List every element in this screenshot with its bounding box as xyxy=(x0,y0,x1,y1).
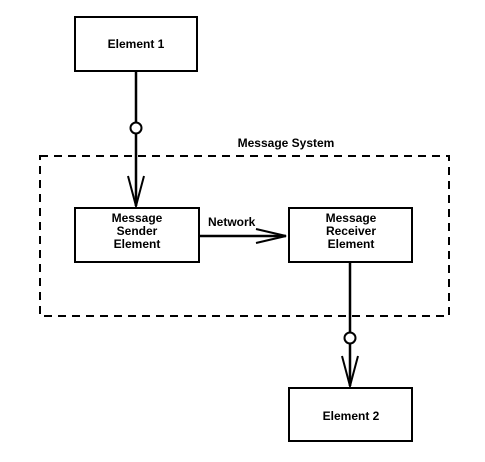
network-label: Network xyxy=(208,215,256,229)
receiver-label-line3: Element xyxy=(328,237,375,251)
sender-box xyxy=(74,207,200,263)
receiver-label-line2: Receiver xyxy=(326,224,376,238)
element-1-node: Element 1 xyxy=(74,16,198,72)
arrowhead-icon xyxy=(255,228,287,244)
element-2-node: Element 2 xyxy=(288,387,413,442)
message-system-label: Message System xyxy=(238,136,335,150)
interface-port-icon xyxy=(343,331,357,345)
network-connector: Network xyxy=(199,215,287,244)
sender-node: Message Sender Element xyxy=(74,207,200,263)
element-1-label: Element 1 xyxy=(108,37,165,51)
arrowhead-icon xyxy=(341,355,359,390)
element1-to-sender-connector xyxy=(127,71,145,210)
sender-label-line1: Message xyxy=(112,211,163,225)
receiver-label-line1: Message xyxy=(326,211,377,225)
arrowhead-icon xyxy=(127,175,145,210)
sender-label-line3: Element xyxy=(114,237,161,251)
element-1-box xyxy=(74,16,198,72)
sender-label-line2: Sender xyxy=(117,224,158,238)
receiver-node: Message Receiver Element xyxy=(288,207,413,263)
receiver-to-element2-connector xyxy=(341,262,359,390)
element-2-box xyxy=(288,387,413,442)
message-system-frame xyxy=(39,155,450,317)
element-2-label: Element 2 xyxy=(323,409,380,423)
interface-port-icon xyxy=(129,121,143,135)
